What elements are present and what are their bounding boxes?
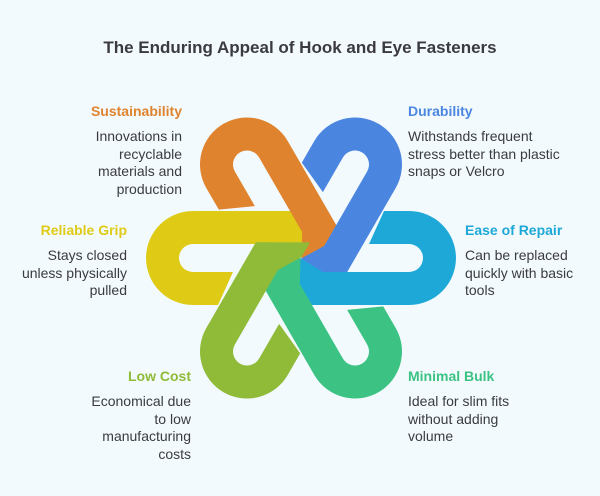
item-ease-of-repair: Ease of Repair Can be replaced quickly w… [465,222,600,300]
item-heading: Low Cost [128,368,191,384]
item-description: Innovations in recyclable materials and … [95,128,182,197]
item-low-cost: Low Cost Economical due to low manufactu… [31,368,191,463]
item-heading: Ease of Repair [465,222,563,238]
item-description: Withstands frequent stress better than p… [408,128,560,179]
item-sustainability: Sustainability Innovations in recyclable… [22,103,182,198]
item-heading: Durability [408,103,473,119]
item-heading: Reliable Grip [40,222,127,238]
item-heading: Minimal Bulk [408,368,495,384]
item-description: Can be replaced quickly with basic tools [465,247,574,298]
item-minimal-bulk: Minimal Bulk Ideal for slim fits without… [408,368,568,446]
item-heading: Sustainability [90,103,182,119]
item-durability: Durability Withstands frequent stress be… [408,103,568,181]
item-description: Ideal for slim fits without adding volum… [408,393,510,444]
item-description: Stays closed unless physically pulled [21,247,127,298]
item-reliable-grip: Reliable Grip Stays closed unless physic… [0,222,127,300]
diagram-title: The Enduring Appeal of Hook and Eye Fast… [103,38,497,57]
item-description: Economical due to low manufacturing cost… [91,393,191,462]
